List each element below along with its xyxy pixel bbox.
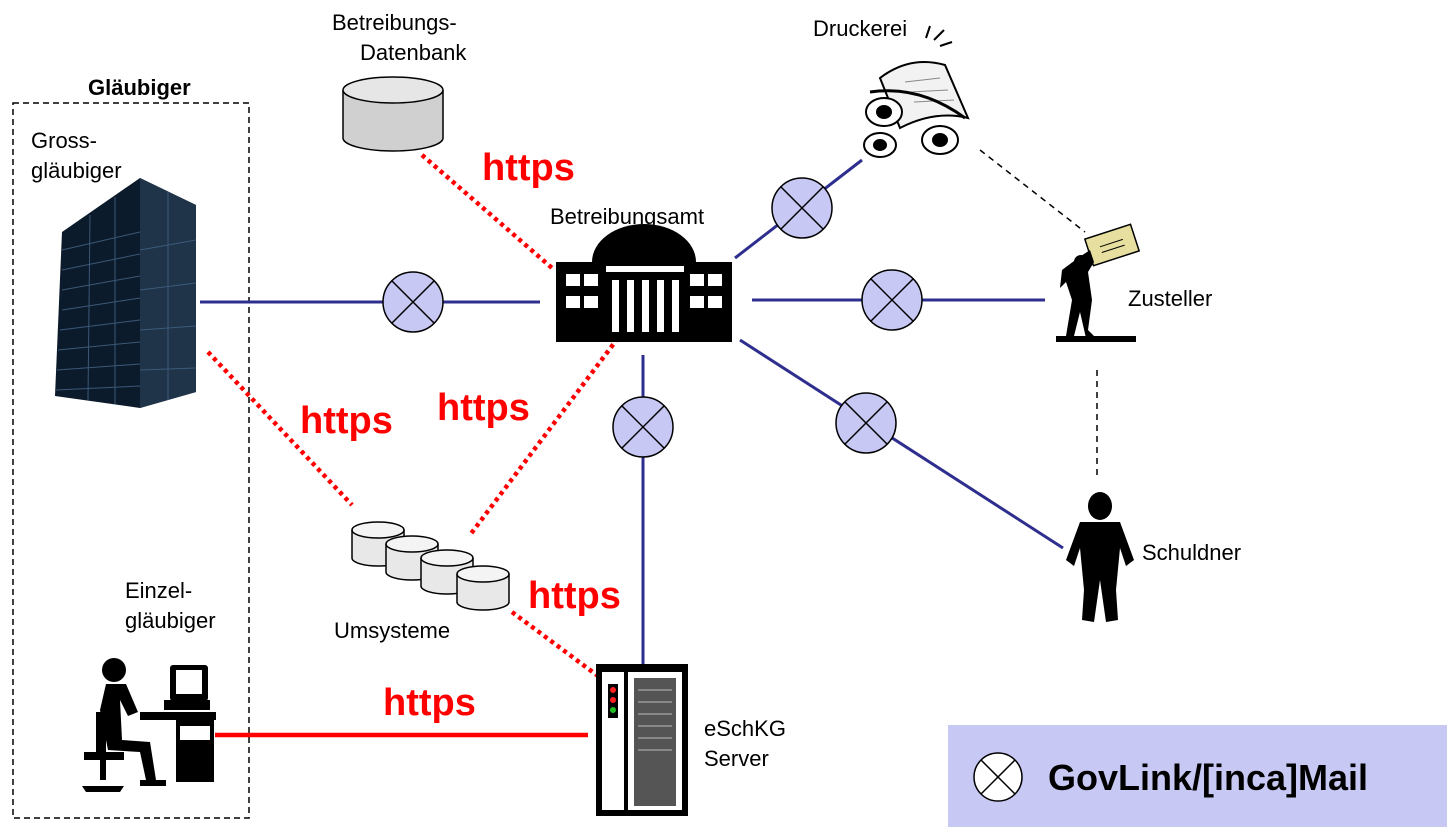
druckerei-label: Druckerei <box>813 16 907 41</box>
https-label-einzel: https <box>383 682 476 724</box>
umsysteme-label: Umsysteme <box>334 618 450 643</box>
printing-press-icon <box>863 25 970 158</box>
https-amt-umsysteme <box>468 336 620 537</box>
datenbank-label-1: Betreibungs- <box>332 10 457 35</box>
government-building-icon <box>556 224 732 342</box>
govlink-circle-x-icon <box>612 396 674 458</box>
person-at-computer-icon <box>82 658 216 792</box>
govlink-circle-x-icon <box>382 271 444 333</box>
datenbank-label-2: Datenbank <box>360 40 467 65</box>
legend-label: GovLink/[inca]Mail <box>1048 757 1368 798</box>
https-label-umsysteme: https <box>528 575 621 617</box>
link-amt-schuldner <box>739 338 1064 550</box>
legend: GovLink/[inca]Mail <box>948 725 1447 827</box>
betreibungsamt-label: Betreibungsamt <box>550 204 704 229</box>
https-umsysteme-server <box>510 610 600 678</box>
https-links <box>206 153 620 678</box>
sparkle-icon <box>925 25 953 47</box>
einzelglaeubiger-label-2: gläubiger <box>125 608 216 633</box>
legend-box <box>948 725 1447 827</box>
grossglaeubiger-label-1: Gross- <box>31 128 97 153</box>
database-icon <box>342 76 444 152</box>
server-label-1: eSchKG <box>704 716 786 741</box>
https-label-gross: https <box>300 400 393 442</box>
zusteller-label: Zusteller <box>1128 286 1212 311</box>
dashed-lines <box>979 149 1098 475</box>
govlink-circle-x-icon <box>771 177 833 239</box>
server-label-2: Server <box>704 746 769 771</box>
office-tower-icon <box>55 178 197 408</box>
link-druckerei-zusteller <box>979 149 1086 233</box>
einzelglaeubiger-label-1: Einzel- <box>125 578 192 603</box>
https-label-amt: https <box>437 387 530 429</box>
database-stack-icon <box>351 521 510 611</box>
govlink-circle-x-icon <box>861 269 923 331</box>
https-gross-umsysteme <box>206 350 354 507</box>
glaeubiger-group-title: Gläubiger <box>88 75 191 100</box>
grossglaeubiger-label-2: gläubiger <box>31 158 122 183</box>
mail-carrier-icon <box>1056 223 1141 342</box>
person-silhouette-icon <box>1066 492 1134 622</box>
govlink-circle-x-icon <box>973 752 1023 802</box>
govlink-circle-x-icon <box>835 392 897 454</box>
https-label-db: https <box>482 147 575 189</box>
server-rack-icon <box>596 664 688 816</box>
schuldner-label: Schuldner <box>1142 540 1241 565</box>
govlink-symbols <box>382 177 923 458</box>
glaeubiger-group-box <box>12 102 250 819</box>
